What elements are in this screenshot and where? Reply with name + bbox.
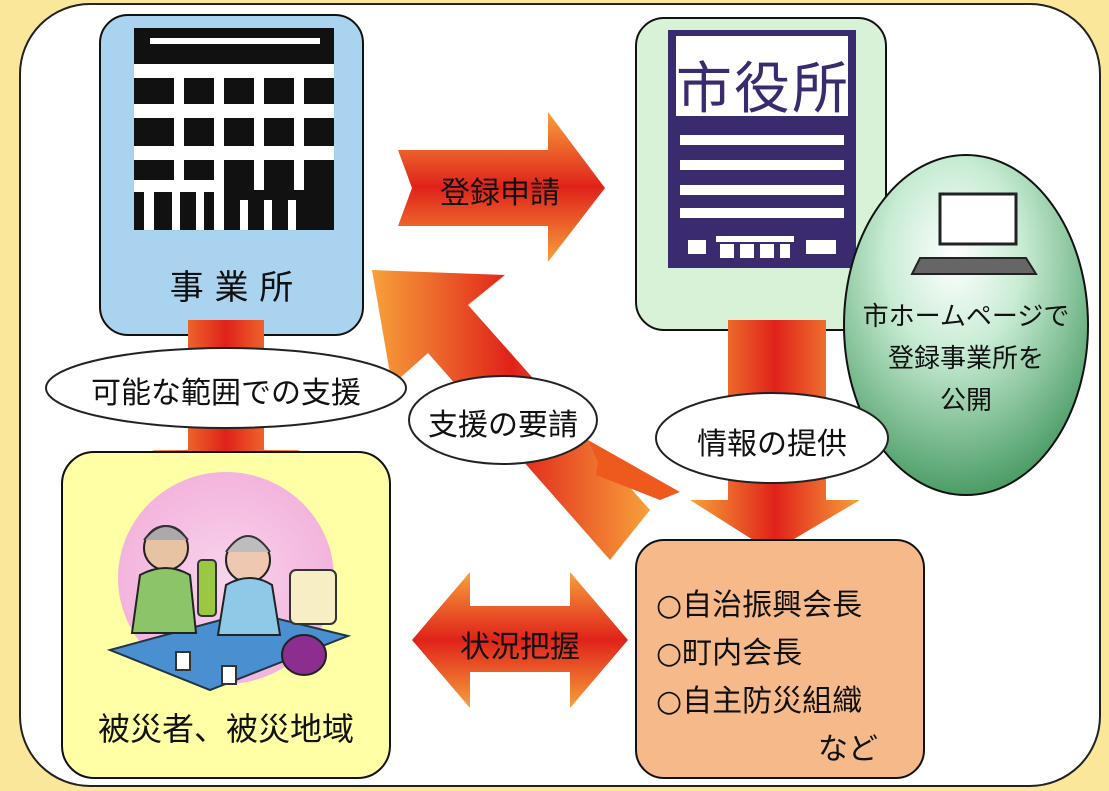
support-within-capacity-label: 可能な範囲での支援	[91, 376, 361, 411]
office-building-icon	[134, 28, 334, 230]
support-request-label: 支援の要請	[428, 408, 578, 443]
information-feedback-arrow	[588, 440, 680, 500]
situation-label: 状況把握	[460, 630, 580, 665]
victims-label: 被災者、被災地域	[97, 710, 354, 748]
office-node	[99, 14, 364, 336]
homepage-line-2: 登録事業所を	[887, 344, 1044, 374]
leaders-line-2: ○町内会長	[656, 636, 803, 671]
leaders-suffix: など	[818, 732, 878, 767]
leaders-node	[635, 539, 925, 779]
situation-arrow	[412, 572, 628, 708]
leaders-line-3: ○自主防災組織	[656, 684, 863, 719]
registration-arrow	[398, 112, 605, 262]
city-hall-node	[635, 17, 887, 331]
homepage-line-1: 市ホームページで	[862, 302, 1070, 332]
registration-label: 登録申請	[440, 176, 560, 211]
information-label: 情報の提供	[697, 427, 847, 462]
laptop-icon	[910, 192, 1038, 275]
city-hall-sign: 市役所	[676, 57, 850, 122]
office-label: 事 業 所	[169, 268, 294, 308]
homepage-node	[843, 154, 1089, 496]
support-within-capacity-ellipse	[45, 347, 407, 429]
victims-node	[61, 451, 391, 779]
support-request-ellipse	[408, 375, 598, 465]
homepage-line-3: 公開	[939, 386, 992, 416]
city-hall-icon	[668, 30, 856, 268]
leaders-line-1: ○自治振興会長	[656, 588, 863, 623]
information-ellipse	[655, 392, 889, 484]
elderly-couple-icon	[106, 472, 352, 692]
